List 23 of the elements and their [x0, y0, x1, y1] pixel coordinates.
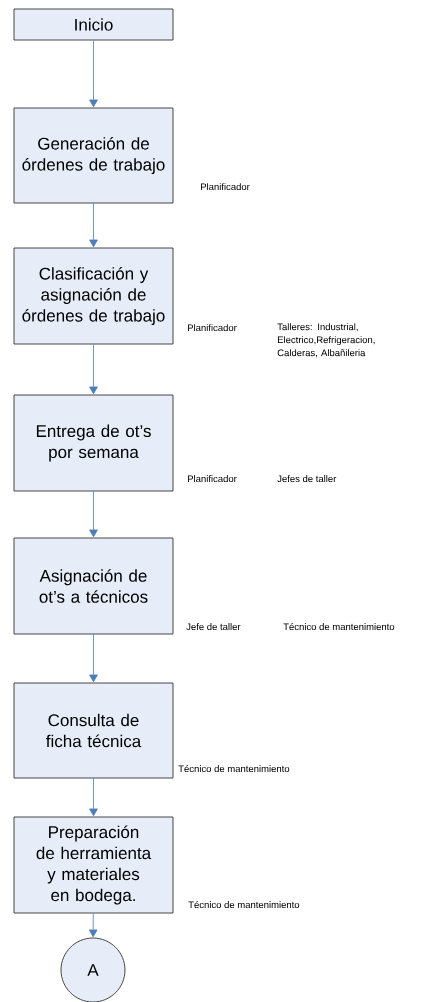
role-label: Planificador: [201, 183, 250, 191]
arrow: [88, 913, 98, 938]
role-label: Talleres: Industrial, Electrico,Refrigeracion, Calderas, Albañileria: [277, 323, 375, 358]
role-label: Planificador: [188, 475, 237, 483]
role-label: Técnico de mantenimiento: [188, 901, 300, 909]
arrow: [89, 40, 98, 108]
process-box: Consulta de ficha técnica: [13, 682, 174, 779]
role-label: Técnico de mantenimiento: [283, 623, 395, 631]
role-label: Técnico de mantenimiento: [178, 765, 290, 773]
role-label: Jefe de taller: [186, 623, 241, 631]
role-label: Jefes de taller: [277, 475, 337, 483]
process-box: Generación de órdenes de trabajo: [13, 107, 174, 204]
arrow: [89, 203, 98, 248]
role-label: Planificador: [188, 324, 237, 332]
process-box: Entrega de ot’s por semana: [13, 394, 174, 492]
arrow: [89, 634, 98, 683]
process-box: Asignación de ot’s a técnicos: [13, 537, 174, 635]
arrow: [89, 491, 98, 538]
process-box: Inicio: [13, 8, 174, 41]
arrow: [89, 778, 98, 817]
process-box: Clasificación y asignación de órdenes de trabajo: [13, 247, 174, 345]
arrow: [89, 344, 98, 395]
process-box: Preparación de herramienta y materiales en bodega.: [13, 816, 174, 914]
